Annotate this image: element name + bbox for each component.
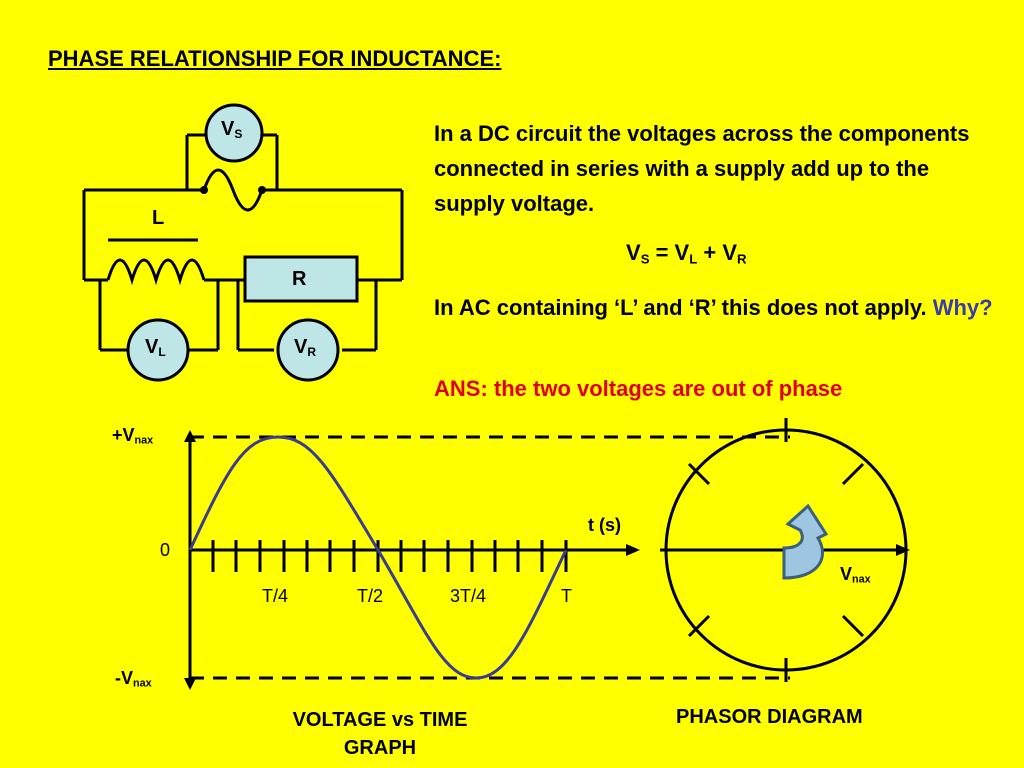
node-dot-left	[200, 186, 208, 194]
t-axis-label: t (s)	[588, 515, 621, 535]
vs-meter	[204, 103, 264, 163]
x-axis-arrow	[626, 544, 640, 556]
y-axis-arrow-down	[184, 678, 196, 690]
page-title: PHASE RELATIONSHIP FOR INDUCTANCE:	[48, 46, 502, 71]
tick-label-3t4: 3T/4	[450, 586, 487, 606]
vr-meter-label: VR	[294, 336, 317, 359]
x-ticks	[211, 540, 568, 572]
rotation-arrow-icon	[782, 503, 829, 580]
inductor-coil	[106, 258, 206, 286]
ac-statement: In AC containing ‘L’ and ‘R’ this does n…	[434, 295, 993, 320]
tick-label-t2: T/2	[357, 586, 384, 606]
phasor-caption: PHASOR DIAGRAM	[676, 706, 863, 728]
inductor-label: L	[152, 207, 165, 229]
why-text: Why?	[932, 295, 993, 320]
answer-text: ANS: the two voltages are out of phase	[434, 376, 843, 401]
tick-label-t: T	[561, 586, 572, 606]
vl-meter	[126, 318, 190, 382]
dc-statement: In a DC circuit the voltages across the …	[434, 121, 970, 216]
phasor-diagram	[660, 418, 910, 682]
resistor-box	[243, 255, 359, 303]
ac-source-symbol	[202, 168, 264, 212]
vs-meter-label: VS	[221, 118, 243, 141]
vr-meter	[276, 318, 340, 382]
circuit-diagram	[82, 133, 404, 352]
voltage-time-graph	[184, 430, 790, 690]
phasor-arrowhead	[896, 544, 910, 556]
sine-wave	[188, 435, 568, 680]
graph-caption: VOLTAGE vs TIME GRAPH	[292, 709, 468, 759]
voltage-equation: VS = VL + VR	[626, 240, 747, 267]
zero-label: 0	[160, 540, 171, 560]
node-dot-right	[258, 186, 266, 194]
tick-label-t4: T/4	[262, 586, 289, 606]
vl-meter-label: VL	[145, 336, 166, 359]
resistor-label: R	[292, 268, 307, 290]
phasor-vmax-label: Vnax	[840, 564, 871, 586]
neg-max-label: -Vnax	[115, 668, 152, 690]
pos-max-label: +Vnax	[112, 425, 154, 447]
